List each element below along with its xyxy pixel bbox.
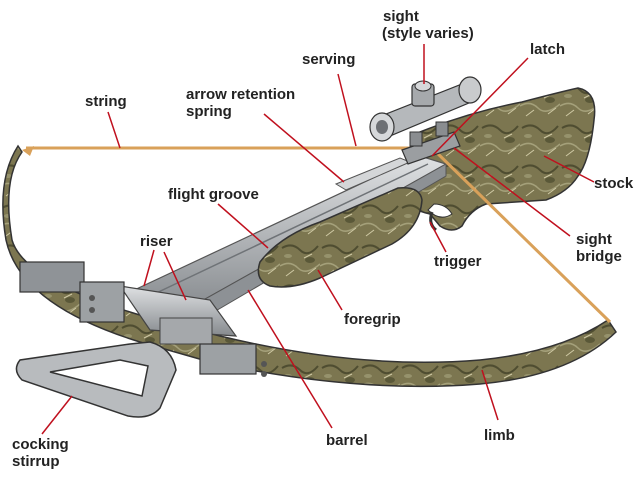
cocking-stirrup-shape — [15, 341, 177, 418]
leader-arrow-retention — [263, 113, 345, 183]
leader-latch — [431, 57, 529, 157]
label-flight-groove: flight groove — [168, 186, 259, 203]
sight-bridge-shape — [401, 121, 461, 165]
label-sight-style: (style varies) — [382, 25, 474, 42]
label-limb: limb — [484, 427, 515, 444]
leader-lines — [41, 44, 595, 435]
label-serving: serving — [302, 51, 355, 68]
label-sight-bridge: sight — [576, 231, 612, 248]
label-string: string — [85, 93, 127, 110]
labels: sight (style varies) serving latch strin… — [12, 8, 634, 470]
leader-foregrip — [317, 269, 343, 311]
leader-limb — [481, 369, 499, 421]
label-cocking-stirrup: stirrup — [12, 453, 60, 470]
label-riser: riser — [140, 233, 173, 250]
label-stock: stock — [594, 175, 634, 192]
scope-shape — [369, 76, 482, 142]
label-arrow-retention: arrow retention — [186, 86, 295, 103]
label-arrow-retention-spring: spring — [186, 103, 232, 120]
leader-string — [107, 111, 121, 149]
foregrip-shape — [257, 187, 423, 288]
leader-flight-groove — [217, 203, 269, 249]
label-foregrip: foregrip — [344, 311, 401, 328]
leader-sight-bridge — [453, 147, 571, 237]
label-barrel: barrel — [326, 432, 368, 449]
label-sight: sight — [383, 8, 419, 25]
label-latch: latch — [530, 41, 565, 58]
stock-shape — [399, 87, 596, 231]
riser-shape — [118, 285, 238, 345]
limb-brackets — [19, 261, 267, 377]
leader-barrel — [247, 289, 333, 429]
leader-riser-b — [163, 251, 187, 301]
leader-stock — [543, 155, 595, 183]
leader-trigger — [429, 221, 447, 253]
label-cocking: cocking — [12, 436, 69, 453]
leader-riser-a — [143, 249, 155, 287]
leader-cocking-stirrup — [41, 395, 73, 435]
label-sight-bridge-bridge: bridge — [576, 248, 622, 265]
label-trigger: trigger — [434, 253, 482, 270]
leader-serving — [337, 73, 357, 147]
bowstring — [22, 146, 612, 324]
